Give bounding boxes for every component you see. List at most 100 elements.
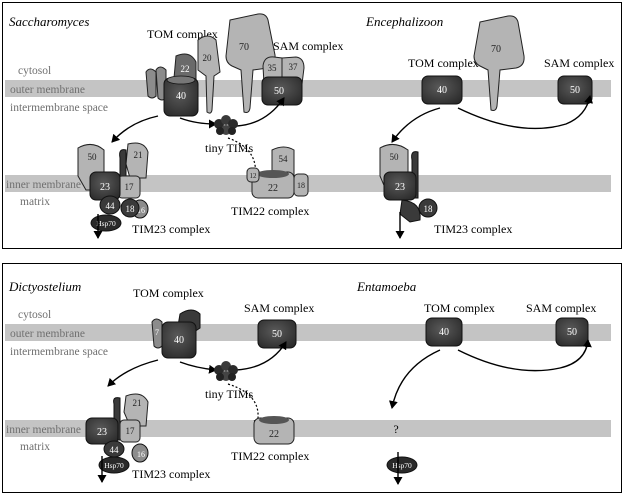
hsp70-label: Hsp70 [104, 461, 124, 470]
tom7-number: 7 [155, 328, 159, 337]
tim44-number: 44 [106, 201, 116, 211]
tim12-subunit [246, 167, 260, 183]
tim44-subunit [99, 195, 121, 215]
sam50-number: 50 [272, 329, 282, 340]
tom22-number: 22 [181, 64, 190, 74]
arrow-to-sam [457, 339, 592, 372]
tom-complex-label: TOM complex [424, 301, 495, 315]
dictyostelium-section: Dictyostelium cytosol outer membrane int… [6, 279, 314, 483]
tom-complex-label: TOM complex [133, 286, 204, 300]
organism-label: Entamoeba [356, 279, 417, 294]
inner-membrane-label: inner membrane [6, 424, 81, 436]
tom40-channel [161, 321, 197, 359]
bottom-panel: Dictyostelium cytosol outer membrane int… [2, 263, 622, 493]
arrow-to-sam [236, 97, 285, 127]
tiny-tims-icon [214, 361, 238, 381]
tom40-number: 40 [437, 85, 447, 96]
tim50-number: 50 [88, 152, 98, 162]
tom20-number: 20 [203, 53, 213, 63]
cytosol-label: cytosol [18, 65, 51, 77]
matrix-label: matrix [20, 196, 50, 208]
sam50-channel [555, 317, 589, 347]
sam50-channel [557, 75, 593, 105]
tim18-subunit [120, 198, 140, 218]
tom40-channel [425, 317, 463, 347]
sam-complex-label: SAM complex [526, 301, 596, 315]
tim23-complex-label: TIM23 complex [434, 222, 512, 236]
tom40-pore [166, 75, 196, 85]
arrow-to-tiny-tims [179, 117, 217, 129]
outer-membrane-label: outer membrane [10, 84, 85, 96]
arrow-to-tim23 [391, 107, 441, 143]
tim16-number: 16 [137, 206, 145, 215]
panel-frame [2, 2, 622, 249]
tim22-number: 22 [269, 429, 279, 440]
sam50-number: 50 [570, 85, 580, 96]
inner-membrane-label: inner membrane [6, 179, 81, 191]
arrow-to-tim23 [111, 115, 159, 143]
tim23-number: 23 [100, 182, 110, 193]
tim-matrix-domain [399, 199, 421, 223]
arrow-to-inner [388, 349, 441, 409]
tim23-channel [85, 417, 119, 445]
sam50-number: 50 [274, 86, 284, 97]
tim22-complex-label: TIM22 complex [231, 449, 309, 463]
arrow-to-tiny-tims [179, 361, 217, 374]
tim23-channel [383, 171, 417, 201]
tim22-number: 22 [268, 183, 278, 194]
tiny-tims-label: tiny TIMs [205, 387, 253, 401]
arrow-to-tim23 [107, 359, 159, 387]
tom70-number: 70 [491, 44, 501, 55]
tom40-channel [421, 75, 463, 105]
tom-complex-label: TOM complex [147, 27, 218, 41]
tim21-number: 21 [134, 150, 143, 160]
tim18-tim22-number: 18 [297, 181, 305, 190]
hsp70-label: Hsp70 [392, 461, 412, 470]
hsp70-protein [98, 456, 130, 474]
saccharomyces-section: Saccharomyces cytosol outer membrane int… [6, 13, 343, 239]
intermembrane-space-label: intermembrane space [10, 346, 108, 358]
tim23-complex-label: TIM23 complex [132, 467, 210, 481]
encephalizoon-section: Encephalizoon TOM complex SAM complex 70… [365, 14, 614, 239]
outer-membrane-band [5, 324, 611, 341]
inner-membrane-band [5, 420, 611, 437]
tim23-complex-label: TIM23 complex [132, 222, 210, 236]
entamoeba-section: Entamoeba TOM complex SAM complex 40 50 … [356, 279, 596, 485]
tim22-pore [259, 416, 289, 424]
tim54-number: 54 [279, 154, 289, 164]
sam50-number: 50 [567, 327, 577, 338]
sam-complex-label: SAM complex [544, 56, 614, 70]
sam-complex-label: SAM complex [273, 39, 343, 53]
arrow-to-sam [457, 95, 594, 130]
organism-label: Encephalizoon [365, 14, 443, 29]
tiny-tims-label: tiny TIMs [205, 141, 253, 155]
tim23-number: 23 [395, 182, 405, 193]
tim17-number: 17 [125, 182, 135, 192]
outer-membrane-band [5, 80, 611, 97]
tim17-number: 17 [126, 426, 136, 436]
tim21-subunit [125, 142, 149, 179]
tim50-number: 50 [390, 152, 400, 162]
cytosol-label: cytosol [18, 309, 51, 321]
tom20-subunit [197, 35, 221, 114]
tom40-number: 40 [174, 335, 184, 346]
tim12-number: 12 [250, 172, 258, 180]
top-panel: Saccharomyces cytosol outer membrane int… [2, 2, 622, 249]
sam50-channel [257, 319, 297, 349]
tom-complex-label: TOM complex [408, 56, 479, 70]
tim17-block [119, 419, 141, 443]
tim18-number: 18 [424, 204, 434, 214]
tim21-number: 21 [133, 398, 142, 408]
tim16-number: 16 [137, 450, 145, 459]
arrow-to-sam [235, 341, 287, 371]
hsp70-label: Hsp70 [96, 219, 116, 228]
tom40-number: 40 [439, 327, 449, 338]
tom40-number: 40 [176, 91, 186, 102]
organism-label: Saccharomyces [9, 14, 89, 29]
tiny-tims-icon [214, 115, 238, 135]
tim22-pore [257, 170, 289, 178]
sam37-number: 37 [289, 62, 299, 72]
tim18-subunit [418, 198, 438, 218]
outer-membrane-label: outer membrane [10, 328, 85, 340]
